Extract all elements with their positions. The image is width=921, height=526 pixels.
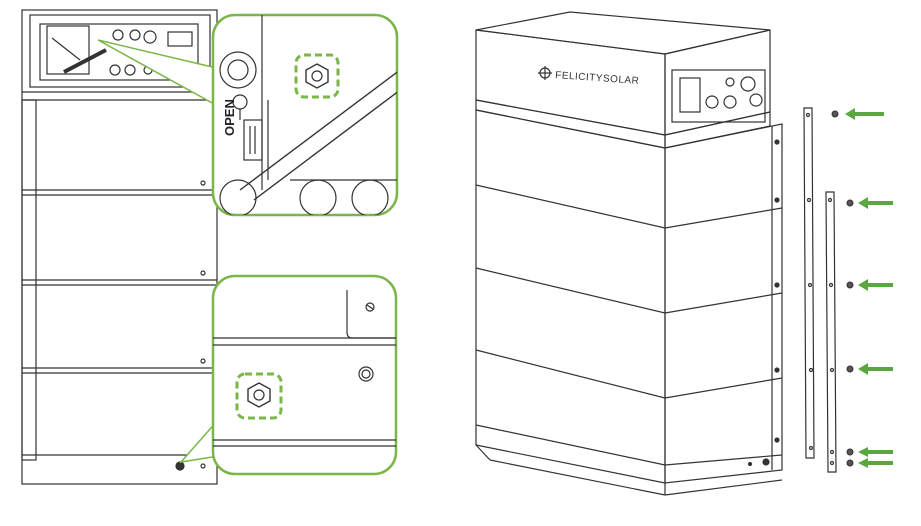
right-port-3 (740, 76, 756, 92)
callout-bottom-screw-slot (366, 304, 374, 310)
right-screw-5 (774, 437, 780, 443)
right-base-front (664, 479, 783, 496)
callout-bottom-screw (365, 302, 375, 312)
left-arrow-icon (831, 108, 884, 120)
right-seam-3 (475, 349, 666, 399)
left-screw-5 (200, 463, 206, 469)
left-screw-1 (200, 180, 206, 186)
left-port-4 (109, 64, 121, 76)
left-arrow-icon (846, 197, 893, 209)
left-cover-bar (63, 48, 107, 74)
callout-bottom-nut (358, 366, 374, 382)
right-seam-2 (475, 267, 666, 314)
bracket-short (825, 191, 837, 473)
left-cabinet-top-module (29, 14, 211, 88)
left-terminal-block (167, 31, 193, 47)
left-ground-bolt (175, 461, 185, 471)
right-port-1 (705, 95, 719, 109)
left-cabinet (21, 9, 218, 485)
callout-bottom (179, 274, 398, 476)
left-port-2 (129, 29, 141, 41)
right-screw-2 (774, 197, 780, 203)
right-collar-left (475, 99, 666, 149)
left-port-3 (143, 30, 157, 44)
left-arrow-icon (846, 458, 893, 468)
right-cabinet: FELICITYSOLAR (475, 11, 783, 496)
left-port-1 (112, 29, 124, 41)
right-screw-6 (747, 461, 753, 467)
right-screw-3 (774, 282, 780, 288)
callout-top: OPEN (97, 13, 399, 217)
brand-label: FELICITYSOLAR (555, 70, 640, 87)
right-port-4 (749, 93, 763, 107)
brand-mark-icon (538, 66, 552, 80)
right-side-face (475, 109, 666, 484)
left-screw-3 (200, 358, 206, 364)
callout-bottom-nut-core (361, 369, 371, 379)
right-screw-4 (774, 367, 780, 373)
left-screw-2 (200, 270, 206, 276)
right-seam-1f (664, 207, 783, 229)
right-seam-1 (475, 184, 666, 229)
left-arrow-icon (846, 447, 893, 457)
callout-bottom-frame (211, 274, 398, 476)
right-cabinet-lid (475, 11, 771, 55)
bracket-long (803, 107, 815, 459)
callout-top-connector-1 (219, 51, 257, 89)
left-port-5 (124, 64, 136, 76)
right-base-edge (489, 459, 666, 496)
right-base-left (475, 444, 491, 461)
left-arrow-icon (846, 363, 893, 375)
open-label: OPEN (222, 99, 237, 136)
right-control-panel (671, 69, 766, 123)
right-seam-2f (664, 292, 783, 314)
callout-top-connector-1-core (227, 59, 249, 81)
right-port-2 (723, 95, 737, 109)
left-arrow-icon (846, 279, 893, 291)
hex-bolt-icon (235, 372, 283, 420)
left-breaker-handle (51, 37, 81, 61)
callout-top-frame (211, 13, 399, 217)
screw-arrows (831, 108, 893, 468)
callout-top-cover-bar (239, 54, 397, 201)
right-front-face (664, 123, 783, 484)
callout-bottom-corner (346, 290, 396, 339)
right-seam-3f (664, 377, 783, 399)
left-breaker-box (46, 25, 90, 75)
right-port-5 (725, 77, 735, 87)
right-breaker (679, 77, 701, 113)
right-screw-1 (774, 139, 780, 145)
right-seam-4f (664, 454, 783, 466)
right-seam-4 (475, 424, 666, 466)
right-ground-bolt (762, 458, 770, 466)
callout-top-latch (243, 119, 263, 161)
hex-bolt-icon (294, 53, 340, 99)
left-control-panel (39, 23, 199, 81)
